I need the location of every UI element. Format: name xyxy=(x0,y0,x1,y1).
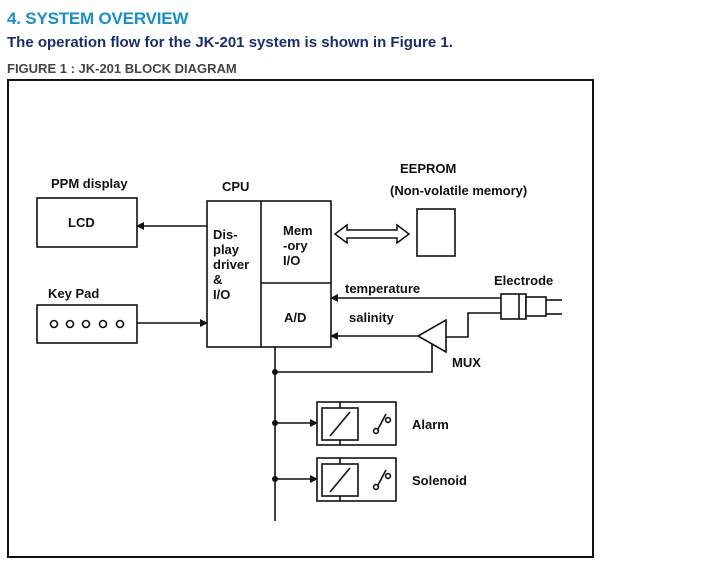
keypad-button xyxy=(65,319,75,329)
keypad-button xyxy=(98,319,108,329)
cpu-ad-label: A/D xyxy=(284,310,306,325)
section-heading: 4. SYSTEM OVERVIEW xyxy=(7,9,189,28)
bus-junction-dot xyxy=(272,420,278,426)
electrode-label: Electrode xyxy=(494,273,553,288)
keypad-label: Key Pad xyxy=(48,286,99,301)
cpu-box xyxy=(206,200,332,348)
memory-eeprom-double-arrow xyxy=(333,223,411,245)
solenoid-label: Solenoid xyxy=(412,473,467,488)
salinity-label: salinity xyxy=(349,310,395,325)
keypad-button xyxy=(81,319,91,329)
mux-control-line xyxy=(275,344,433,373)
bus-junction-dot xyxy=(272,476,278,482)
intro-text: The operation flow for the JK-201 system… xyxy=(7,34,453,51)
mux-label: MUX xyxy=(452,355,481,370)
eeprom-box xyxy=(416,208,456,257)
cpu-display-driver-text: Dis- play driver & I/O xyxy=(213,227,253,302)
alarm-relay-icon xyxy=(316,401,397,446)
temperature-label: temperature xyxy=(345,281,420,296)
cpu-memory-io-text: Mem -ory I/O xyxy=(283,223,316,268)
eeprom-sub-label: (Non-volatile memory) xyxy=(390,183,527,198)
keypad-button xyxy=(115,319,125,329)
ppm-display-label: PPM display xyxy=(51,176,128,191)
figure-caption: FIGURE 1 : JK-201 BLOCK DIAGRAM xyxy=(7,61,237,76)
eeprom-label: EEPROM xyxy=(400,161,456,176)
electrode-icon xyxy=(500,293,562,320)
salinity-electrode-wire xyxy=(446,312,501,338)
diagram-frame xyxy=(7,79,594,558)
solenoid-relay-icon xyxy=(316,457,397,502)
lcd-label: LCD xyxy=(68,215,95,230)
keypad-buttons xyxy=(49,319,125,329)
keypad-button xyxy=(49,319,59,329)
keypad-box xyxy=(36,304,138,344)
cpu-label: CPU xyxy=(222,179,249,194)
alarm-label: Alarm xyxy=(412,417,449,432)
